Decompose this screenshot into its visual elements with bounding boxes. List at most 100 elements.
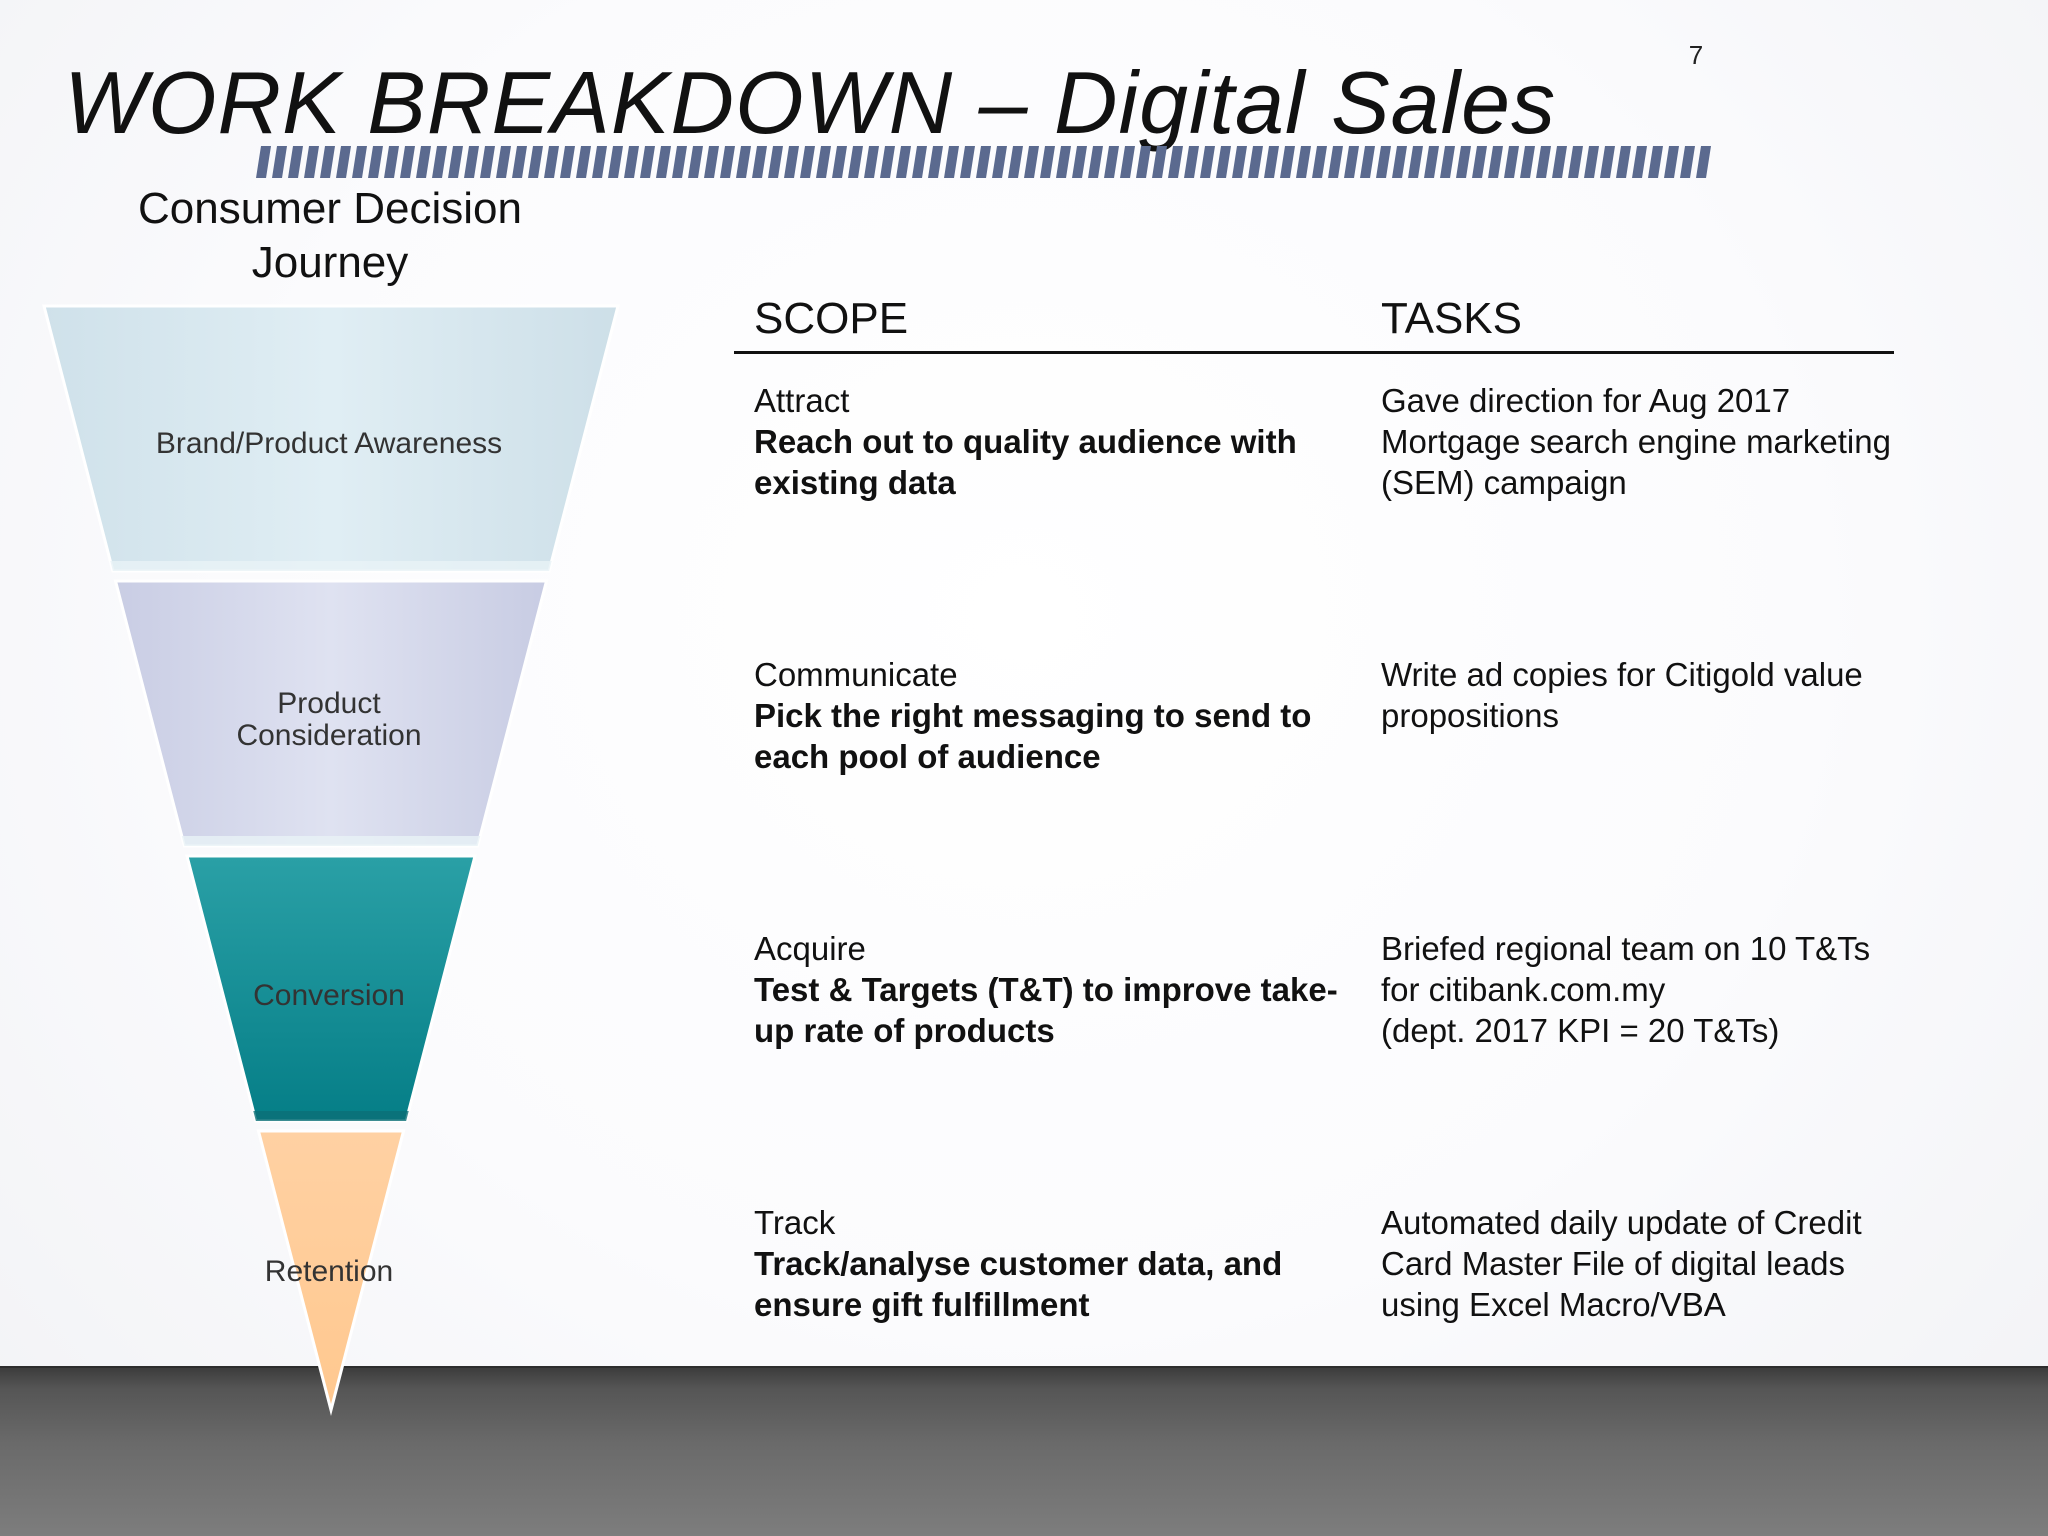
title-bar-stripe: [480, 146, 495, 178]
title-bar-stripe: [960, 146, 975, 178]
scope-name: Attract: [754, 382, 850, 419]
title-bar-stripe: [1072, 146, 1087, 178]
scope-name: Acquire: [754, 930, 866, 967]
task-cell-communicate: Write ad copies for Citigold value propo…: [1381, 654, 1901, 736]
scope-cell-track: Track Track/analyse customer data, and e…: [754, 1202, 1354, 1325]
title-bar-stripe: [1344, 146, 1359, 178]
title-bar-stripe: [576, 146, 591, 178]
title-bar-stripe: [432, 146, 447, 178]
task-cell-acquire: Briefed regional team on 10 T&Ts for cit…: [1381, 928, 1901, 1051]
title-bar-stripe: [1456, 146, 1471, 178]
title-bar-stripe: [288, 146, 303, 178]
title-underline-bar: [256, 146, 1711, 178]
scope-name: Communicate: [754, 656, 958, 693]
title-bar-stripe: [384, 146, 399, 178]
title-bar-stripe: [416, 146, 431, 178]
title-bar-stripe: [992, 146, 1007, 178]
scope-cell-communicate: Communicate Pick the right messaging to …: [754, 654, 1354, 777]
title-bar-stripe: [464, 146, 479, 178]
title-bar-stripe: [1200, 146, 1215, 178]
scope-name: Track: [754, 1204, 836, 1241]
title-bar-stripe: [928, 146, 943, 178]
title-bar-stripe: [256, 146, 271, 178]
title-bar-stripe: [1248, 146, 1263, 178]
scope-description: Reach out to quality audience with exist…: [754, 423, 1297, 501]
funnel-stage-consideration-bevel: [181, 836, 481, 846]
title-bar-stripe: [944, 146, 959, 178]
funnel-label-consideration: Product Consideration: [236, 687, 422, 752]
title-bar-stripe: [1584, 146, 1599, 178]
title-bar-stripe: [1424, 146, 1439, 178]
title-bar-stripe: [848, 146, 863, 178]
title-bar-stripe: [1152, 146, 1167, 178]
title-bar-stripe: [560, 146, 575, 178]
title-bar-stripe: [1632, 146, 1647, 178]
title-bar-stripe: [736, 146, 751, 178]
task-text: Write ad copies for Citigold value propo…: [1381, 656, 1863, 734]
title-bar-stripe: [832, 146, 847, 178]
funnel-label-conversion: Conversion: [253, 979, 405, 1012]
funnel-label-retention: Retention: [264, 1255, 394, 1288]
title-bar-stripe: [1136, 146, 1151, 178]
title-bar-stripe: [1504, 146, 1519, 178]
title-bar-stripe: [528, 146, 543, 178]
funnel-stage-conversion-bevel: [253, 1111, 409, 1121]
title-bar-stripe: [1696, 146, 1711, 178]
title-bar-stripe: [1648, 146, 1663, 178]
title-bar-stripe: [336, 146, 351, 178]
scope-cell-acquire: Acquire Test & Targets (T&T) to improve …: [754, 928, 1354, 1051]
title-bar-stripe: [1616, 146, 1631, 178]
scope-description: Test & Targets (T&T) to improve take-up …: [754, 971, 1338, 1049]
task-cell-track: Automated daily update of Credit Card Ma…: [1381, 1202, 1901, 1325]
title-bar-stripe: [1488, 146, 1503, 178]
title-bar-stripe: [1008, 146, 1023, 178]
title-bar-stripe: [272, 146, 287, 178]
title-bar-stripe: [1440, 146, 1455, 178]
title-bar-stripe: [896, 146, 911, 178]
funnel-label-awareness: Brand/Product Awareness: [155, 427, 503, 460]
floor-backdrop: [0, 1368, 2048, 1536]
title-bar-stripe: [368, 146, 383, 178]
title-bar-stripe: [800, 146, 815, 178]
title-bar-stripe: [752, 146, 767, 178]
title-bar-stripe: [1392, 146, 1407, 178]
title-bar-stripe: [1120, 146, 1135, 178]
title-bar-stripe: [1088, 146, 1103, 178]
scope-description: Pick the right messaging to send to each…: [754, 697, 1312, 775]
title-bar-stripe: [1472, 146, 1487, 178]
title-bar-stripe: [720, 146, 735, 178]
title-bar-stripe: [1264, 146, 1279, 178]
funnel-subtitle: Consumer Decision Journey: [138, 184, 522, 287]
title-bar-stripe: [544, 146, 559, 178]
title-bar-stripe: [1296, 146, 1311, 178]
title-bar-stripe: [1312, 146, 1327, 178]
funnel-stage-retention: [256, 1129, 406, 1416]
title-bar-stripe: [704, 146, 719, 178]
slide-title: WORK BREAKDOWN – Digital Sales: [64, 53, 1557, 152]
title-bar-stripe: [624, 146, 639, 178]
title-bar-stripe: [976, 146, 991, 178]
title-bar-stripe: [1600, 146, 1615, 178]
title-bar-stripe: [1680, 146, 1695, 178]
header-divider: [734, 351, 1894, 354]
title-bar-stripe: [864, 146, 879, 178]
title-bar-stripe: [1280, 146, 1295, 178]
title-bar-stripe: [784, 146, 799, 178]
title-bar-stripe: [1376, 146, 1391, 178]
title-bar-stripe: [688, 146, 703, 178]
title-bar-stripe: [400, 146, 415, 178]
task-text: Briefed regional team on 10 T&Ts for cit…: [1381, 930, 1871, 1049]
title-bar-stripe: [496, 146, 511, 178]
title-bar-stripe: [1024, 146, 1039, 178]
title-bar-stripe: [1056, 146, 1071, 178]
title-bar-stripe: [880, 146, 895, 178]
title-bar-stripe: [768, 146, 783, 178]
title-bar-stripe: [1520, 146, 1535, 178]
page-number: 7: [1688, 40, 1704, 70]
task-text: Automated daily update of Credit Card Ma…: [1381, 1204, 1862, 1323]
title-bar-stripe: [1168, 146, 1183, 178]
title-bar-stripe: [1552, 146, 1567, 178]
scope-column-header: SCOPE: [754, 294, 909, 343]
title-bar-stripe: [592, 146, 607, 178]
title-bar-stripe: [448, 146, 463, 178]
